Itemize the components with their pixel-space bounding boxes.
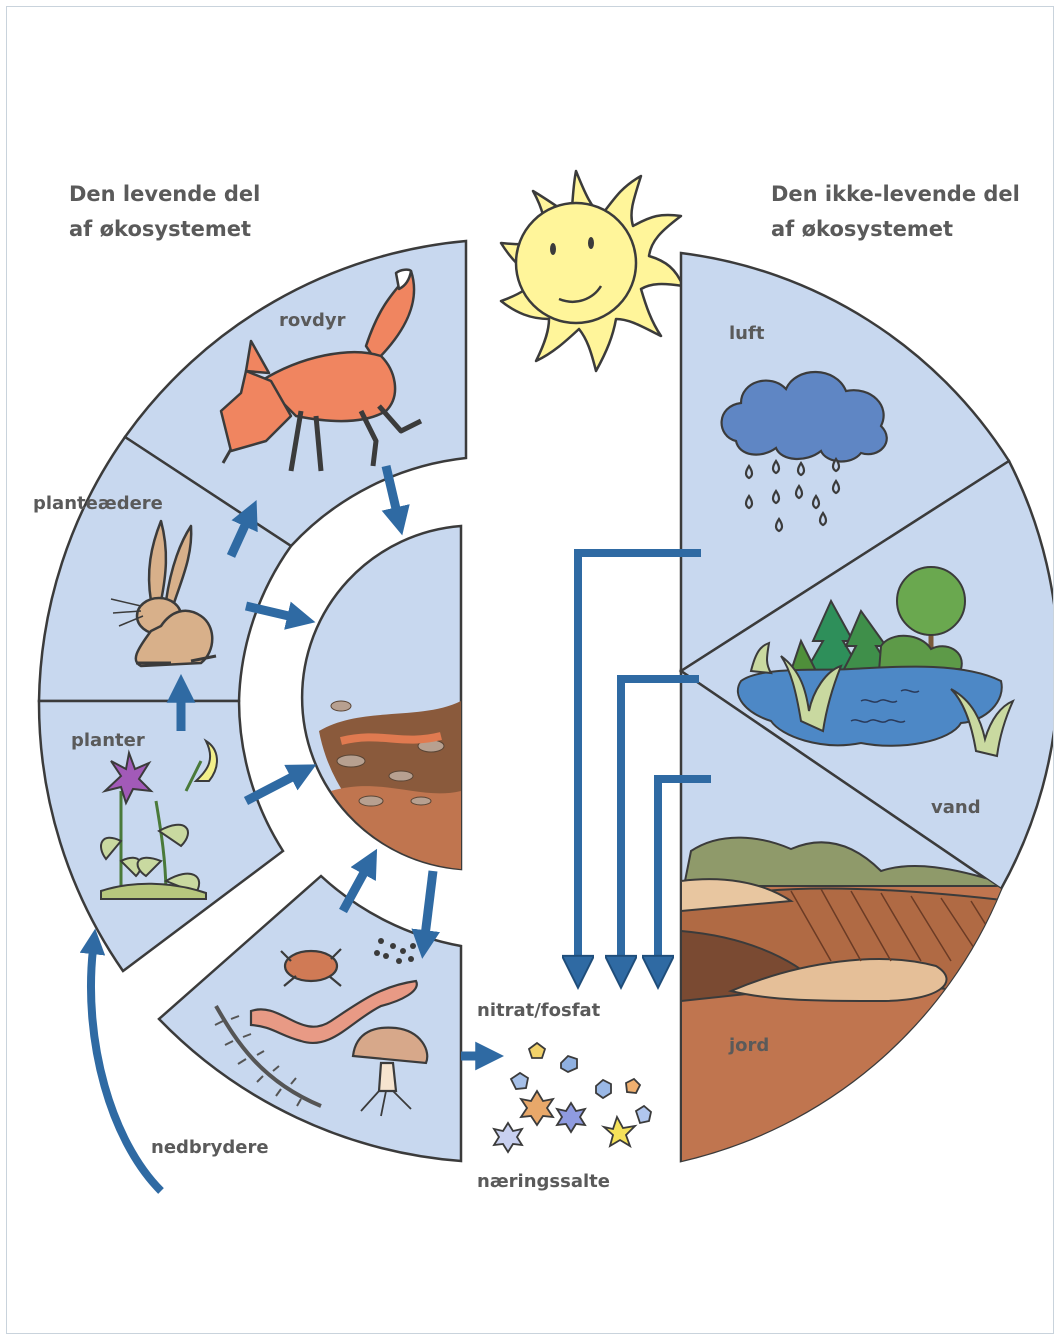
heading-living-line2: af økosystemet [69,217,251,241]
soil-layers-icon [681,838,1021,1186]
heading-nonliving-line1: Den ikke-levende del [771,182,1020,206]
label-vand: vand [931,797,981,818]
label-jord: jord [728,1035,769,1056]
heading-living-line1: Den levende del [69,182,260,206]
sector-nedbrydere [159,876,461,1161]
label-rovdyr: rovdyr [279,310,346,331]
label-planteaedere: planteædere [33,493,163,514]
label-nitrat-fosfat: nitrat/fosfat [477,1000,601,1021]
label-planter: planter [71,730,145,751]
sun-icon [501,171,683,371]
arrow-center-to-nedbrydere [425,871,433,936]
label-naeringssalte: næringssalte [477,1171,610,1192]
ecosystem-diagram: Den levende del af økosystemet Den ikke-… [7,7,1053,1333]
label-nedbrydere: nedbrydere [151,1137,269,1158]
nutrient-crystals-icon [494,1043,651,1152]
label-luft: luft [729,323,765,344]
heading-nonliving-line2: af økosystemet [771,217,953,241]
figure-frame: Den levende del af økosystemet Den ikke-… [6,6,1054,1334]
